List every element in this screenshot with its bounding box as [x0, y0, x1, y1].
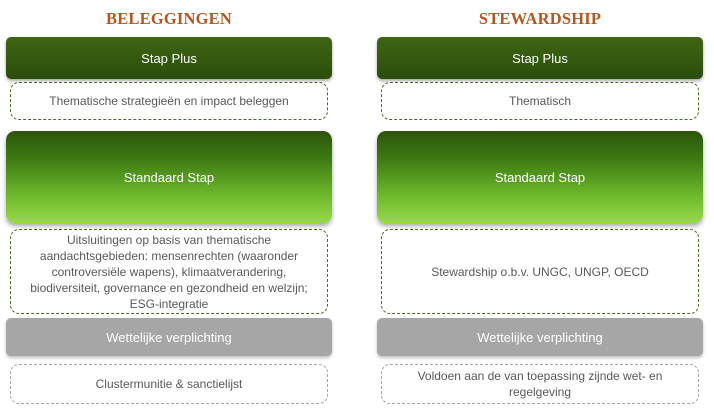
- heading-beleggingen: BELEGGINGEN: [106, 9, 232, 28]
- stap-plus-detail: Thematische strategieën en impact belegg…: [10, 82, 328, 120]
- wettelijke-verplichting-bar: Wettelijke verplichting: [377, 318, 703, 356]
- heading-stewardship: STEWARDSHIP: [478, 9, 602, 28]
- standaard-stap-detail: Stewardship o.b.v. UNGC, UNGP, OECD: [381, 229, 699, 314]
- wettelijke-verplichting-bar: Wettelijke verplichting: [6, 318, 332, 356]
- standaard-stap-bar: Standaard Stap: [377, 131, 703, 223]
- wettelijke-verplichting-detail: Clustermunitie & sanctielijst: [10, 364, 328, 404]
- wettelijke-verplichting-detail: Voldoen aan de van toepassing zijnde wet…: [381, 364, 699, 404]
- standaard-stap-bar: Standaard Stap: [6, 131, 332, 223]
- stap-plus-detail: Thematisch: [381, 82, 699, 120]
- standaard-stap-detail: Uitsluitingen op basis van thematische a…: [10, 229, 328, 314]
- stap-plus-bar: Stap Plus: [377, 37, 703, 79]
- stap-plus-bar: Stap Plus: [6, 37, 332, 79]
